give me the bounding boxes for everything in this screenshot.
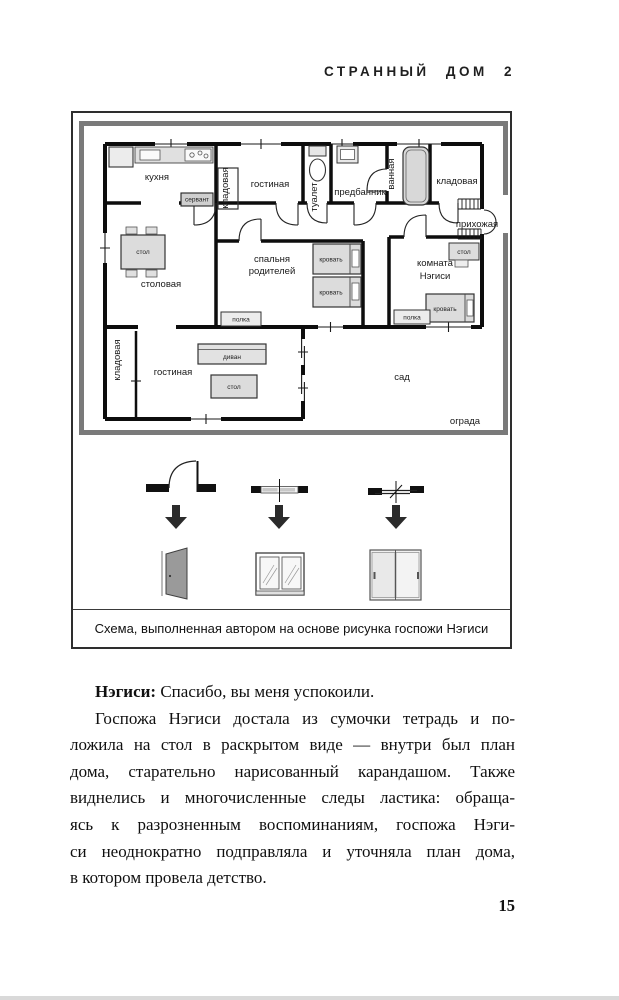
running-header: СТРАННЫЙ ДОМ 2 bbox=[323, 64, 515, 79]
room-label-living-bottom: гостиная bbox=[154, 367, 193, 378]
closet-small-outline bbox=[217, 167, 239, 210]
floor-plan-diagram: сервант стол bbox=[79, 121, 510, 601]
desk-label: стол bbox=[457, 249, 471, 256]
sideboard: сервант bbox=[180, 192, 214, 207]
parents-bed-2: кровать bbox=[312, 276, 362, 308]
legend-sliding-symbol bbox=[368, 481, 424, 503]
sliding-door-symbols bbox=[298, 339, 308, 401]
dialogue-line: Нэгиси: Спасибо, вы меня успокоили. bbox=[70, 679, 515, 706]
legend-door-image bbox=[161, 547, 188, 600]
body-text: Нэгиси: Спасибо, вы меня успокоили. Госп… bbox=[70, 679, 515, 892]
room-label-parents-bedroom: родителей bbox=[249, 266, 296, 277]
dialogue-speaker: Нэгиси: bbox=[95, 682, 157, 701]
parents-bed-1: кровать bbox=[312, 243, 362, 275]
room-label-kitchen: кухня bbox=[145, 172, 169, 183]
legend-sliding-image bbox=[369, 549, 422, 601]
window-symbols bbox=[100, 139, 471, 424]
fence-outline bbox=[79, 121, 510, 435]
room-label-antechamber: предбанник bbox=[334, 187, 386, 198]
negishi-desk: стол bbox=[448, 242, 480, 268]
room-label-closet-small: кладовая bbox=[220, 167, 231, 208]
living-table: стол bbox=[210, 374, 258, 399]
bed-label: кровать bbox=[319, 257, 343, 264]
negishi-shelf: полка bbox=[393, 309, 431, 325]
bed-label: кровать bbox=[433, 306, 457, 313]
paragraph-line: дома, старательно нарисованный карандашо… bbox=[70, 761, 515, 781]
living-table-label: стол bbox=[227, 384, 241, 391]
legend-window-symbol bbox=[251, 479, 308, 502]
figure-box: сервант стол bbox=[71, 111, 512, 649]
paragraph-line: си неоднократно подправляла и уточняла п… bbox=[70, 841, 515, 861]
room-label-garden: сад bbox=[394, 372, 410, 383]
sofa: диван bbox=[197, 343, 267, 365]
sink-fixture bbox=[336, 145, 359, 164]
room-label-parents-bedroom: спальня bbox=[254, 254, 290, 265]
figure-caption: Схема, выполненная автором на основе рис… bbox=[73, 609, 510, 647]
room-label-bathroom: ванная bbox=[386, 158, 397, 189]
bathtub bbox=[402, 146, 430, 206]
dining-table: стол bbox=[120, 226, 166, 278]
room-label-negishi: комната bbox=[417, 258, 454, 269]
page-number: 15 bbox=[498, 896, 516, 915]
house-walls bbox=[103, 142, 484, 421]
room-label-toilet: туалет bbox=[309, 182, 320, 212]
room-label-negishi: Нэгиси bbox=[420, 271, 451, 282]
door-symbols bbox=[193, 168, 497, 242]
paragraph-line: ложила на стол в раскрытом виде — внутри… bbox=[70, 735, 515, 755]
paragraph-line: виднелись и многочисленные следы ластика… bbox=[70, 788, 515, 808]
room-label-living-top: гостиная bbox=[251, 179, 290, 190]
sideboard-label: сервант bbox=[185, 197, 209, 204]
room-label-hallway: прихожая bbox=[456, 219, 498, 230]
shelf-label: полка bbox=[232, 317, 250, 324]
parents-shelf: полка bbox=[220, 311, 262, 327]
bed-label: кровать bbox=[319, 290, 343, 297]
sofa-label: диван bbox=[223, 354, 241, 361]
negishi-bed: кровать bbox=[425, 293, 475, 323]
room-label-fence: ограда bbox=[450, 416, 481, 427]
dialogue-text: Спасибо, вы меня успокоили. bbox=[160, 682, 375, 701]
legend-door-symbol bbox=[146, 460, 216, 492]
kitchen-counter bbox=[108, 146, 214, 168]
entry-steps bbox=[457, 198, 482, 240]
paragraph-line: в котором провела детство. bbox=[70, 868, 267, 888]
paragraph-line: ясь к разрозненным воспоминаниям, госпож… bbox=[70, 814, 515, 834]
room-labels: кухня кладовая гостиная туалет предбанни… bbox=[112, 158, 498, 427]
legend-window-image bbox=[255, 552, 305, 596]
dining-table-label: стол bbox=[136, 249, 150, 256]
room-label-pantry: кладовая bbox=[436, 176, 477, 187]
toilet-fixture bbox=[308, 145, 327, 182]
shelf-label: полка bbox=[403, 315, 421, 322]
paragraph-line: Госпожа Нэгиси достала из сумочки тетрад… bbox=[95, 708, 515, 728]
page-edge bbox=[0, 996, 619, 1000]
room-label-dining: столовая bbox=[141, 279, 181, 290]
down-arrow-icon bbox=[165, 505, 407, 529]
room-label-closet-bottom: кладовая bbox=[112, 339, 123, 380]
